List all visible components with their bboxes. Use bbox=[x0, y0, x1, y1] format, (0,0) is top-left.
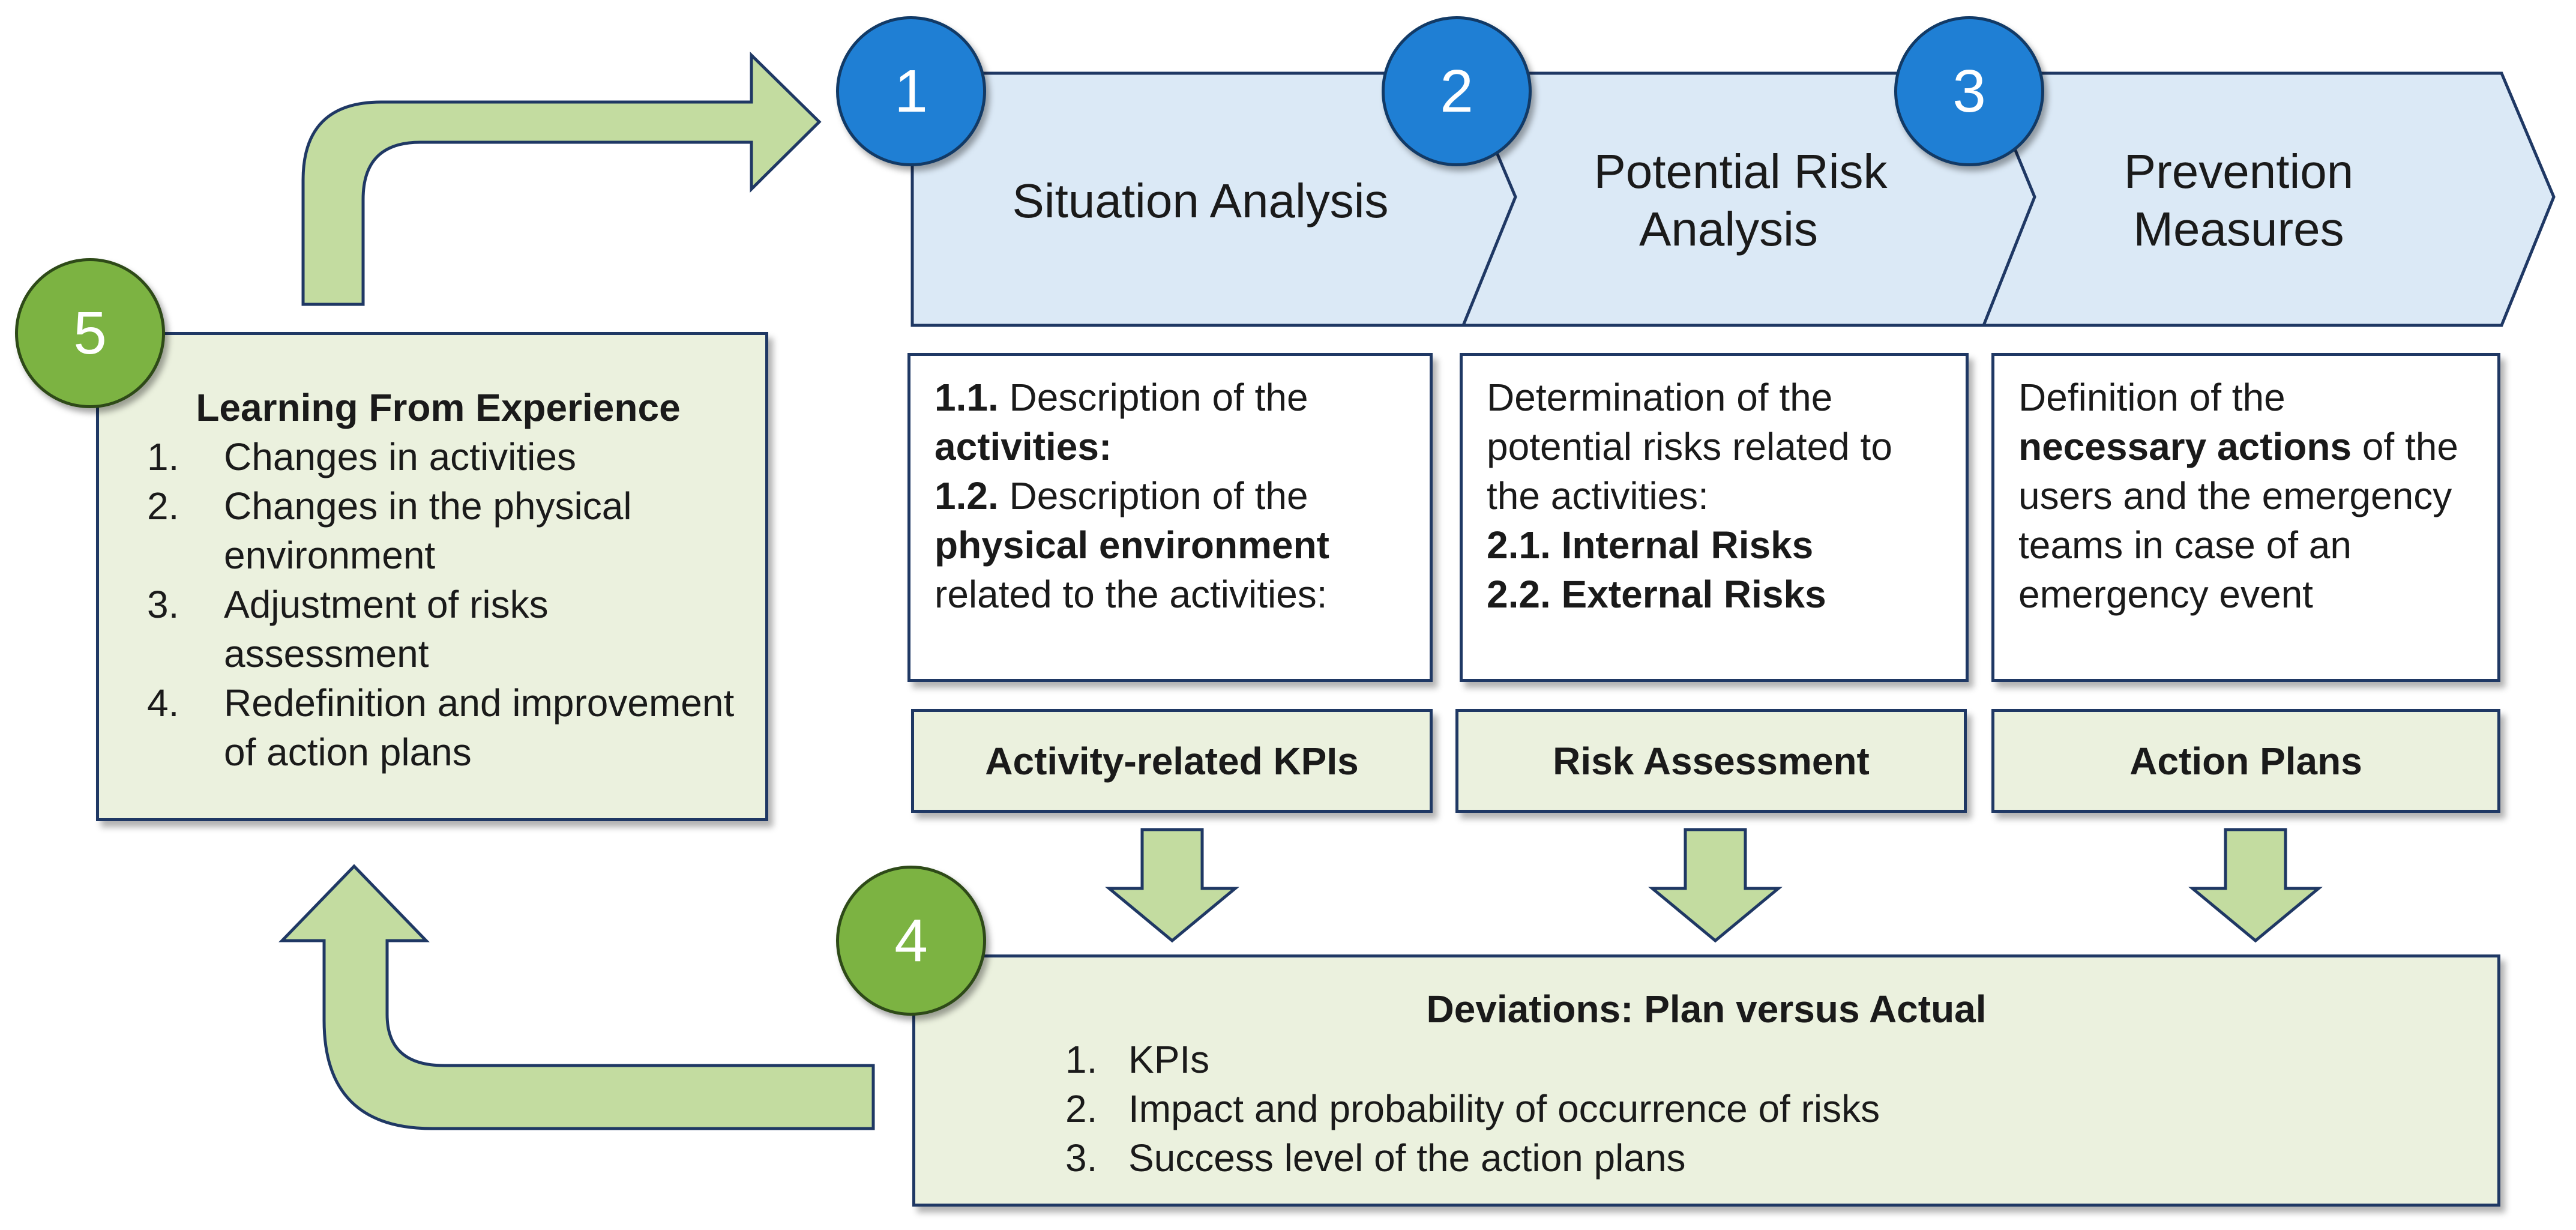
learning-item-number: 3. bbox=[147, 583, 179, 626]
desc-risk-external: 2.2. External Risks bbox=[1487, 573, 1826, 616]
desc-situation-num1: 1.1. bbox=[934, 376, 999, 419]
deviations-title: Deviations: Plan versus Actual bbox=[1426, 987, 1987, 1031]
deviations-list: 1. KPIs 2. Impact and probability of occur… bbox=[1065, 1035, 2497, 1183]
output-plans-box: Action Plans bbox=[1991, 709, 2500, 813]
down-arrow-kpis bbox=[1105, 828, 1239, 943]
step-2-number: 2 bbox=[1440, 57, 1473, 125]
desc-situation-text-2: 1.2. Description of the physical environ… bbox=[934, 471, 1406, 619]
deviations-box: Deviations: Plan versus Actual 1. KPIs 2.… bbox=[912, 954, 2500, 1207]
step-3-number: 3 bbox=[1952, 57, 1986, 125]
output-risk-box: Risk Assessment bbox=[1455, 709, 1967, 813]
learning-list: 1. Changes in activities 2. Changes in the… bbox=[147, 432, 747, 777]
desc-situation-text1: Description of the bbox=[998, 376, 1308, 419]
step-prevention-title: Prevention Measures bbox=[1999, 143, 2479, 258]
deviations-item-text: Impact and probability of occurrence of … bbox=[1128, 1087, 1880, 1130]
output-plans-label: Action Plans bbox=[2129, 739, 2362, 783]
desc-risk-item1: 2.1. Internal Risks bbox=[1487, 520, 1942, 570]
desc-situation-text2: Description of the bbox=[998, 474, 1308, 517]
learning-title: Learning From Experience bbox=[196, 386, 681, 429]
desc-risk-text: Determination of the potential risks rel… bbox=[1487, 376, 1892, 517]
desc-prevention-text1: Definition of the bbox=[2018, 376, 2286, 419]
learning-item-text: Changes in activities bbox=[224, 435, 576, 478]
step-3-badge: 3 bbox=[1894, 16, 2044, 166]
desc-risk-box: Determination of the potential risks rel… bbox=[1460, 353, 1969, 682]
learning-item-text: Adjustment of risks assessment bbox=[224, 583, 549, 675]
output-risk-label: Risk Assessment bbox=[1553, 739, 1870, 783]
step-1-number: 1 bbox=[894, 57, 928, 125]
learning-item-text: Redefinition and improvement of action p… bbox=[224, 681, 735, 774]
desc-prevention-bold1: necessary actions bbox=[2018, 425, 2352, 468]
desc-prevention-text2: of the users and the emergency teams in … bbox=[2018, 425, 2458, 616]
step-4-badge: 4 bbox=[836, 866, 986, 1016]
deviations-item: 2. Impact and probability of occurrence o… bbox=[1065, 1084, 2497, 1133]
output-kpis-box: Activity-related KPIs bbox=[911, 709, 1433, 813]
step-2-badge: 2 bbox=[1382, 16, 1532, 166]
desc-risk-item2: 2.2. External Risks bbox=[1487, 570, 1942, 619]
desc-situation-num2: 1.2. bbox=[934, 474, 999, 517]
learning-item-number: 4. bbox=[147, 681, 179, 725]
deviations-item-number: 3. bbox=[1065, 1136, 1098, 1180]
down-arrow-plans bbox=[2188, 828, 2323, 943]
desc-prevention-text: Definition of the necessary actions of t… bbox=[2018, 373, 2473, 619]
deviations-item-text: Success level of the action plans bbox=[1128, 1136, 1686, 1180]
learning-item: 4. Redefinition and improvement of action… bbox=[147, 678, 747, 777]
step-situation-line1: Situation Analysis bbox=[1012, 174, 1389, 228]
step-situation-title: Situation Analysis bbox=[960, 172, 1440, 230]
learning-item: 3. Adjustment of risks assessment bbox=[147, 580, 747, 678]
learning-item-number: 2. bbox=[147, 484, 179, 528]
desc-situation-text3: related to the activities: bbox=[934, 573, 1328, 616]
desc-prevention-box: Definition of the necessary actions of t… bbox=[1991, 353, 2500, 682]
deviations-item: 3. Success level of the action plans bbox=[1065, 1133, 2497, 1183]
step-risk-line1: Potential Risk bbox=[1593, 145, 1888, 198]
deviations-item-number: 2. bbox=[1065, 1087, 1098, 1130]
step-risk-line2: Analysis bbox=[1639, 202, 1818, 256]
output-kpis-label: Activity-related KPIs bbox=[985, 739, 1359, 783]
desc-risk-internal: 2.1. Internal Risks bbox=[1487, 523, 1814, 567]
arrow-to-learning bbox=[278, 864, 875, 1130]
step-5-number: 5 bbox=[73, 299, 107, 367]
step-1-badge: 1 bbox=[836, 16, 986, 166]
learning-box: Learning From Experience 1. Changes in ac… bbox=[96, 332, 768, 821]
learning-item-number: 1. bbox=[147, 435, 179, 478]
down-arrow-risk bbox=[1648, 828, 1783, 943]
step-4-number: 4 bbox=[894, 906, 928, 974]
desc-situation-bold2: physical environment bbox=[934, 523, 1329, 567]
learning-item: 1. Changes in activities bbox=[147, 432, 747, 481]
desc-situation-text: 1.1. Description of the activities: bbox=[934, 373, 1406, 471]
desc-situation-bold1: activities: bbox=[934, 425, 1112, 468]
step-prevention-line2: Measures bbox=[2133, 202, 2344, 256]
learning-item-text: Changes in the physical environment bbox=[224, 484, 632, 577]
deviations-item-number: 1. bbox=[1065, 1038, 1098, 1081]
arrow-to-step1 bbox=[301, 52, 822, 306]
deviations-item-text: KPIs bbox=[1128, 1038, 1210, 1081]
deviations-item: 1. KPIs bbox=[1065, 1035, 2497, 1084]
chevron-situation bbox=[910, 71, 1517, 327]
step-5-badge: 5 bbox=[15, 258, 165, 408]
step-risk-title: Potential Risk Analysis bbox=[1500, 143, 1981, 258]
learning-item: 2. Changes in the physical environment bbox=[147, 481, 747, 580]
step-prevention-line1: Prevention bbox=[2123, 145, 2354, 198]
desc-situation-box: 1.1. Description of the activities: 1.2.… bbox=[907, 353, 1433, 682]
